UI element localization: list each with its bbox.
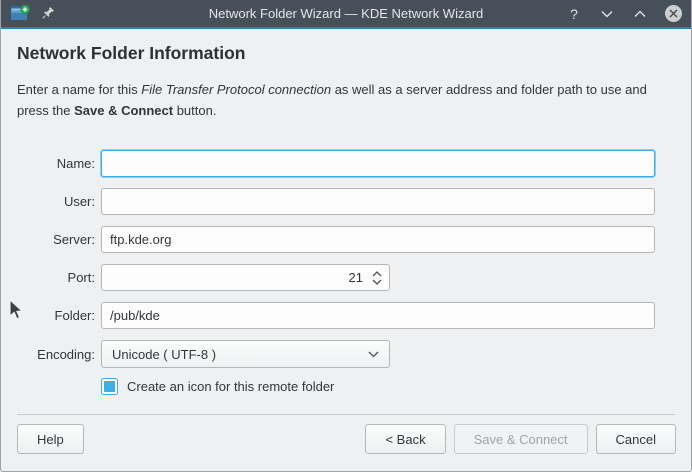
dialog-button-bar: Help < Back Save & Connect Cancel xyxy=(1,414,691,471)
close-button[interactable] xyxy=(664,5,682,23)
server-label: Server: xyxy=(53,232,95,248)
port-spinbox xyxy=(101,264,390,292)
description-bold: Save & Connect xyxy=(74,103,174,119)
port-field[interactable] xyxy=(101,264,390,292)
chevron-down-icon xyxy=(368,351,379,358)
encoding-label: Encoding: xyxy=(37,346,95,362)
pin-icon[interactable] xyxy=(40,6,55,21)
encoding-selected-value: Unicode ( UTF-8 ) xyxy=(112,346,217,362)
create-icon-checkbox-label: Create an icon for this remote folder xyxy=(127,379,335,395)
port-label: Port: xyxy=(67,270,95,286)
connection-form: Name: User: Server: Port: Folder: xyxy=(17,150,655,369)
name-label: Name: xyxy=(56,156,95,172)
page-description: Enter a name for this File Transfer Prot… xyxy=(17,82,647,119)
server-field[interactable] xyxy=(101,226,655,254)
port-spinner xyxy=(371,264,383,291)
spin-up-icon[interactable] xyxy=(372,270,382,277)
save-connect-button[interactable]: Save & Connect xyxy=(453,424,588,454)
checkbox-checked-mark xyxy=(104,381,115,393)
folder-label: Folder: xyxy=(54,308,95,324)
page-title: Network Folder Information xyxy=(17,43,246,63)
maximize-button[interactable] xyxy=(631,5,649,23)
create-icon-option[interactable]: Create an icon for this remote folder xyxy=(101,378,675,396)
titlebar-help-button[interactable]: ? xyxy=(570,5,578,22)
create-icon-checkbox[interactable] xyxy=(101,378,118,396)
user-field[interactable] xyxy=(101,188,655,216)
network-folder-add-icon xyxy=(10,5,30,22)
cancel-button[interactable]: Cancel xyxy=(595,424,676,454)
minimize-button[interactable] xyxy=(598,5,616,23)
user-label: User: xyxy=(63,194,95,210)
encoding-dropdown[interactable]: Unicode ( UTF-8 ) xyxy=(101,340,390,369)
help-button[interactable]: Help xyxy=(17,424,84,454)
folder-field[interactable] xyxy=(101,302,655,330)
spin-down-icon[interactable] xyxy=(372,279,382,285)
titlebar: Network Folder Wizard — KDE Network Wiza… xyxy=(1,0,691,29)
name-field[interactable] xyxy=(101,150,655,178)
description-italic: File Transfer Protocol connection xyxy=(141,82,332,97)
close-icon xyxy=(664,5,682,22)
titlebar-accent-line xyxy=(1,27,691,29)
back-button[interactable]: < Back xyxy=(365,424,446,454)
